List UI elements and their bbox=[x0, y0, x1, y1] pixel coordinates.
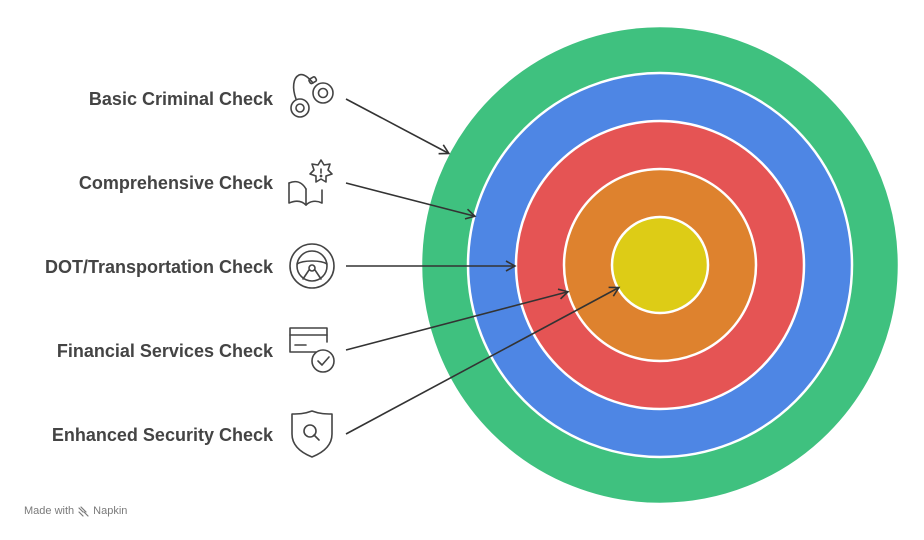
credit-card-check-icon bbox=[289, 327, 335, 373]
book-badge-icon bbox=[288, 159, 333, 206]
arrow-enhanced-security bbox=[345, 286, 621, 435]
label-enhanced-security: Enhanced Security Check bbox=[52, 425, 274, 445]
label-dot-transportation: DOT/Transportation Check bbox=[45, 257, 274, 277]
napkin-logo-icon bbox=[78, 505, 89, 517]
label-basic-criminal: Basic Criminal Check bbox=[89, 89, 274, 109]
arrow-comprehensive bbox=[345, 182, 477, 220]
footer-prefix: Made with bbox=[24, 505, 75, 517]
footer-brand: Napkin bbox=[93, 505, 128, 517]
shield-search-icon bbox=[291, 410, 333, 458]
ring-enhanced-security bbox=[610, 215, 710, 315]
handcuffs-icon bbox=[290, 73, 334, 118]
arrow-basic-criminal bbox=[345, 98, 451, 155]
footer-credit: Made with Napkin bbox=[24, 505, 127, 517]
label-comprehensive: Comprehensive Check bbox=[79, 173, 274, 193]
steering-wheel-icon bbox=[289, 243, 335, 289]
label-financial-services: Financial Services Check bbox=[57, 341, 274, 361]
arrow-financial-services bbox=[345, 288, 570, 351]
